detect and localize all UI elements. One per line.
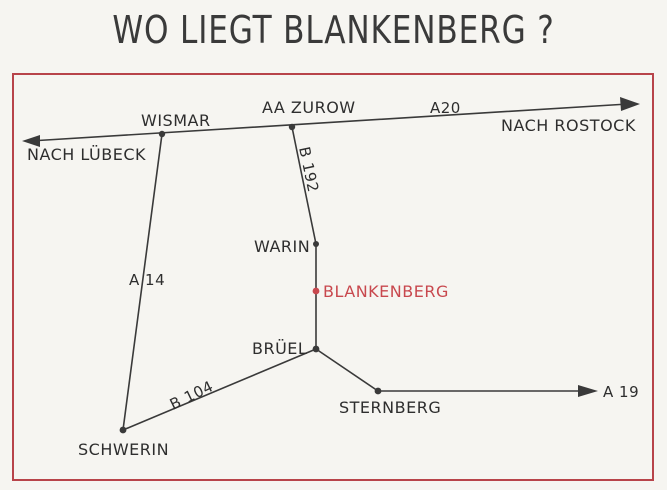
label-nach-luebeck: NACH LÜBECK: [27, 145, 146, 164]
label-a20: A20: [430, 99, 461, 117]
arrow-a19-icon: [578, 385, 598, 397]
label-warin: WARIN: [254, 237, 310, 256]
label-blankenberg: BLANKENBERG: [323, 282, 449, 301]
town-dot-sternberg: [374, 387, 382, 395]
town-dot-blankenberg: [312, 287, 320, 295]
road-bruel-sternberg: [315, 348, 379, 392]
page-title: WO LIEGT BLANKENBERG ?: [112, 8, 555, 52]
label-sternberg: STERNBERG: [339, 398, 441, 417]
road-a20: [29, 103, 629, 142]
label-a19: A 19: [603, 383, 639, 401]
road-b104: [122, 348, 317, 431]
label-b104: B 104: [167, 377, 216, 413]
town-dot-warin: [313, 241, 319, 247]
town-dot-wismar: [158, 130, 166, 138]
label-nach-rostock: NACH ROSTOCK: [501, 116, 636, 135]
arrow-west-icon: [22, 135, 40, 147]
label-bruel: BRÜEL: [252, 339, 307, 358]
town-dot-zurow: [288, 123, 296, 131]
town-dot-schwerin: [119, 426, 127, 434]
label-schwerin: SCHWERIN: [78, 440, 169, 459]
town-dot-bruel: [312, 345, 320, 353]
label-a14: A 14: [129, 271, 165, 289]
label-wismar: WISMAR: [141, 111, 211, 130]
road-b192: [291, 126, 317, 245]
road-a14: [122, 133, 163, 431]
label-aa-zurow: AA ZUROW: [262, 98, 356, 117]
map-frame: [12, 73, 654, 481]
arrow-east-icon: [620, 97, 640, 111]
label-b192: B 192: [295, 145, 322, 194]
